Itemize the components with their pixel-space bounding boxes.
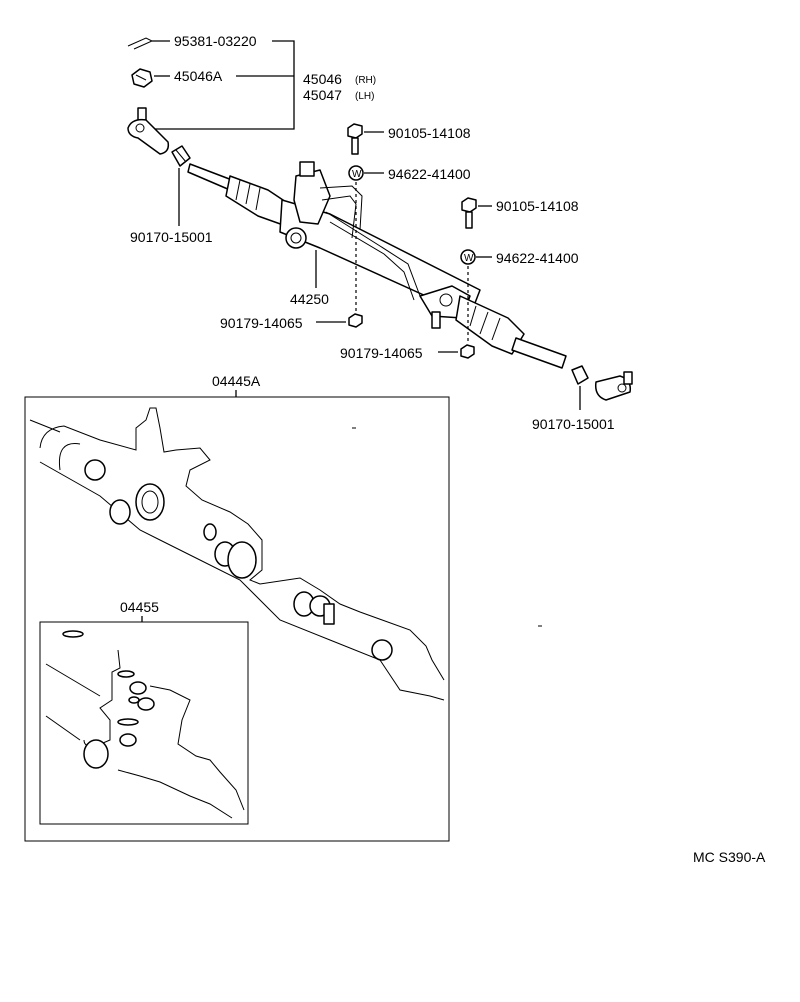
diagram-code: MC S390-A [693, 849, 766, 865]
nut-lower [460, 344, 475, 359]
kit-04455-box [39, 621, 249, 825]
washer-lower: W [460, 249, 476, 265]
label-90179-14065-a: 90179-14065 [220, 315, 303, 331]
label-rh: (RH) [355, 75, 376, 86]
castle-nut [131, 68, 153, 88]
label-94622-41400-b: 94622-41400 [496, 250, 579, 266]
cotter-pin [127, 37, 170, 50]
kit-04455-seals [45, 630, 245, 819]
kit-04445A-box [24, 396, 450, 842]
svg-text:W: W [464, 253, 474, 264]
steering-rack-assembly [187, 161, 567, 369]
label-04455: 04455 [120, 599, 159, 615]
kit-04445A-housing [29, 407, 542, 701]
tie-rod-end-left [127, 107, 170, 155]
label-95381-03220: 95381-03220 [174, 33, 257, 49]
bolt-upper [347, 123, 363, 155]
leader-tie-rod-end [150, 40, 295, 130]
boot-clamp-right [571, 365, 589, 385]
washer-upper: W [348, 165, 364, 181]
label-44250: 44250 [290, 291, 329, 307]
label-90170-15001-left: 90170-15001 [130, 229, 213, 245]
label-90170-15001-right: 90170-15001 [532, 416, 615, 432]
bolt-lower [461, 197, 477, 229]
label-90105-14108-a: 90105-14108 [388, 125, 471, 141]
svg-text:W: W [352, 169, 362, 180]
label-45046: 45046 [303, 71, 342, 87]
label-94622-41400-a: 94622-41400 [388, 166, 471, 182]
nut-upper [348, 313, 363, 328]
label-45046A: 45046A [174, 68, 223, 84]
label-90105-14108-b: 90105-14108 [496, 198, 579, 214]
label-04445A: 04445A [212, 373, 261, 389]
boot-clamp-left [171, 145, 191, 167]
label-lh: (LH) [355, 91, 374, 102]
label-90179-14065-b: 90179-14065 [340, 345, 423, 361]
label-45047: 45047 [303, 87, 342, 103]
tie-rod-end-right [594, 371, 633, 401]
